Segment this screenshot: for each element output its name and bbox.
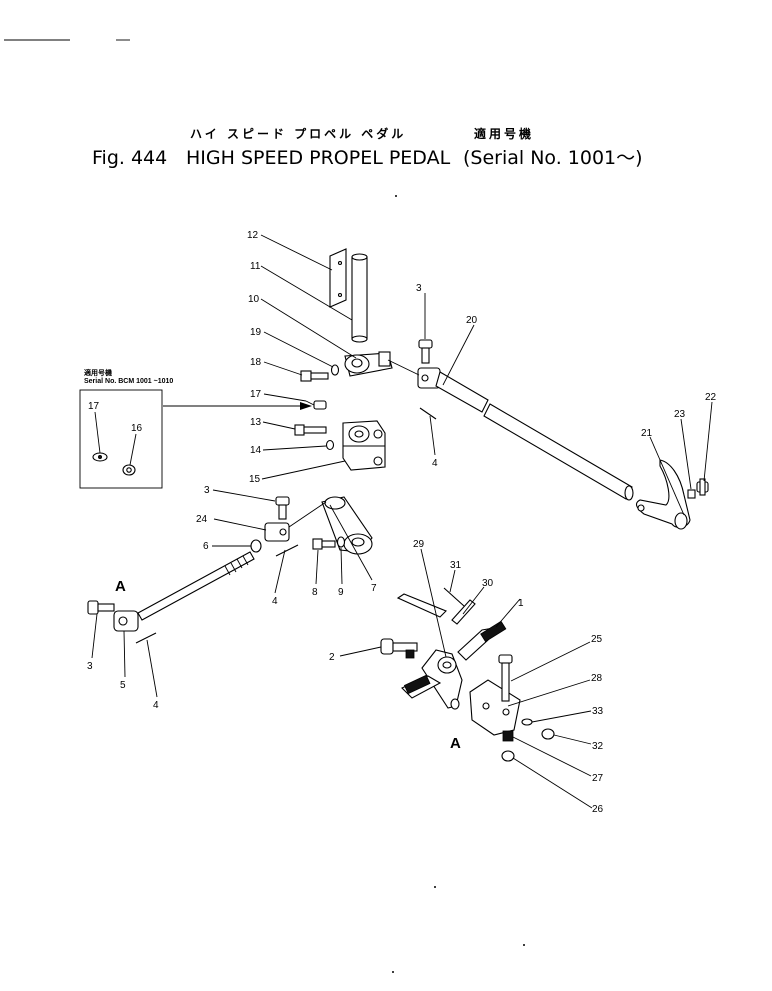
- grease-fitting-17-icon: [305, 400, 327, 410]
- pin-11-icon: [351, 253, 368, 343]
- washer-27-icon: [502, 730, 514, 742]
- connector-line: [288, 501, 327, 528]
- fork-lever-21-icon: [635, 459, 691, 530]
- leader-line: [94, 411, 101, 454]
- bracket-28-icon: [469, 679, 521, 736]
- callout-32: 32: [592, 741, 604, 752]
- callout-19: 19: [250, 327, 262, 338]
- callout-1: 1: [518, 598, 524, 609]
- callout-17: 17: [250, 389, 262, 400]
- bolt-3-icon: [418, 339, 433, 364]
- callout-4: 4: [432, 458, 438, 469]
- washer-9-icon: [336, 536, 346, 548]
- cotter-pin-4-icon: [275, 544, 299, 557]
- washer-33-icon: [521, 718, 533, 726]
- callout-21: 21: [641, 428, 653, 439]
- callout-7: 7: [371, 583, 377, 594]
- callout-22: 22: [705, 392, 717, 403]
- marker-a: A: [115, 578, 126, 595]
- bolt-22-icon: [696, 478, 709, 496]
- callout-6: 6: [203, 541, 209, 552]
- pedal-1-icon: [401, 620, 507, 710]
- callout-33: 33: [592, 706, 604, 717]
- bracket-29-icon: [396, 593, 447, 618]
- inset-japanese-note: 適用号機: [84, 368, 112, 377]
- callout-28: 28: [591, 673, 603, 684]
- bolt-3-icon: [275, 496, 290, 520]
- callout-8: 8: [312, 587, 318, 598]
- callout-14: 14: [250, 445, 262, 456]
- clevis-24-icon: [264, 522, 290, 542]
- inset-callout-17: 17: [88, 401, 100, 412]
- callout-24: 24: [196, 514, 208, 525]
- lever-7-icon: [321, 496, 373, 555]
- washer-19-icon: [330, 364, 340, 376]
- block-15-icon: [342, 420, 386, 471]
- serial-range: (Serial No. 1001～): [463, 147, 643, 169]
- grease-fitting-icon: [92, 452, 108, 462]
- inset-box: [79, 389, 163, 489]
- speck: [434, 886, 436, 888]
- callout-27: 27: [592, 773, 604, 784]
- bolt-13-icon: [294, 424, 327, 436]
- callout-5: 5: [120, 680, 126, 691]
- nut-6-icon: [250, 539, 262, 553]
- long-rod-icon: [435, 371, 634, 501]
- japanese-title: ハイ スピード プロペル ペダル: [190, 126, 406, 141]
- callout-2: 2: [329, 652, 335, 663]
- cotter-pin-4-icon: [419, 407, 437, 420]
- callout-9: 9: [338, 587, 344, 598]
- marker-a: A: [450, 735, 461, 752]
- figure-title: HIGH SPEED PROPEL PEDAL: [186, 147, 451, 169]
- nut-32-icon: [541, 728, 555, 740]
- callout-15: 15: [249, 474, 261, 485]
- callout-18: 18: [250, 357, 262, 368]
- lever-10-icon: [344, 351, 393, 377]
- connector-line: [387, 359, 420, 376]
- inset-serial-note: Serial No. BCM 1001 ~1010: [84, 378, 173, 385]
- bolt-8-icon: [312, 538, 336, 550]
- cap-nut-icon: [122, 464, 136, 476]
- nut-23-icon: [687, 489, 696, 499]
- adjusting-rod-icon: [137, 551, 255, 621]
- nut-26-icon: [501, 750, 515, 762]
- bolt-18-icon: [300, 370, 329, 382]
- cotter-pin-4-icon: [135, 632, 157, 644]
- callout-20: 20: [466, 315, 478, 326]
- figure-number: Fig. 444: [92, 147, 167, 169]
- callout-25: 25: [591, 634, 603, 645]
- bolt-3-icon: [87, 600, 115, 615]
- callout-labels: 12 11 10 19 18 17 13 14 15 3 20 4 21 23 …: [87, 230, 717, 815]
- leader-lines: [91, 234, 713, 809]
- callout-11: 11: [250, 261, 261, 272]
- washer-14-icon: [325, 439, 335, 451]
- callout-26: 26: [592, 804, 604, 815]
- callout-30: 30: [482, 578, 494, 589]
- inset-callout-16: 16: [131, 423, 143, 434]
- speck: [523, 944, 525, 946]
- callout-4: 4: [153, 700, 159, 711]
- clevis-5-icon: [113, 610, 139, 632]
- callout-4: 4: [272, 596, 278, 607]
- plate-12-icon: [329, 248, 347, 308]
- callout-3: 3: [204, 485, 210, 496]
- speck: [392, 971, 394, 973]
- cotter-pin-31-icon: [443, 587, 465, 607]
- callout-3: 3: [416, 283, 422, 294]
- callout-23: 23: [674, 409, 686, 420]
- callout-10: 10: [248, 294, 260, 305]
- bolt-25-icon: [498, 654, 513, 702]
- callout-12: 12: [247, 230, 259, 241]
- callout-29: 29: [413, 539, 425, 550]
- callout-3: 3: [87, 661, 93, 672]
- leader-line: [129, 433, 137, 466]
- pivot-pin-2-icon: [380, 638, 418, 659]
- speck: [395, 195, 397, 197]
- arrow-head-icon: [300, 402, 312, 410]
- callout-13: 13: [250, 417, 262, 428]
- callout-31: 31: [450, 560, 462, 571]
- japanese-serial-label: 適用号機: [474, 126, 534, 141]
